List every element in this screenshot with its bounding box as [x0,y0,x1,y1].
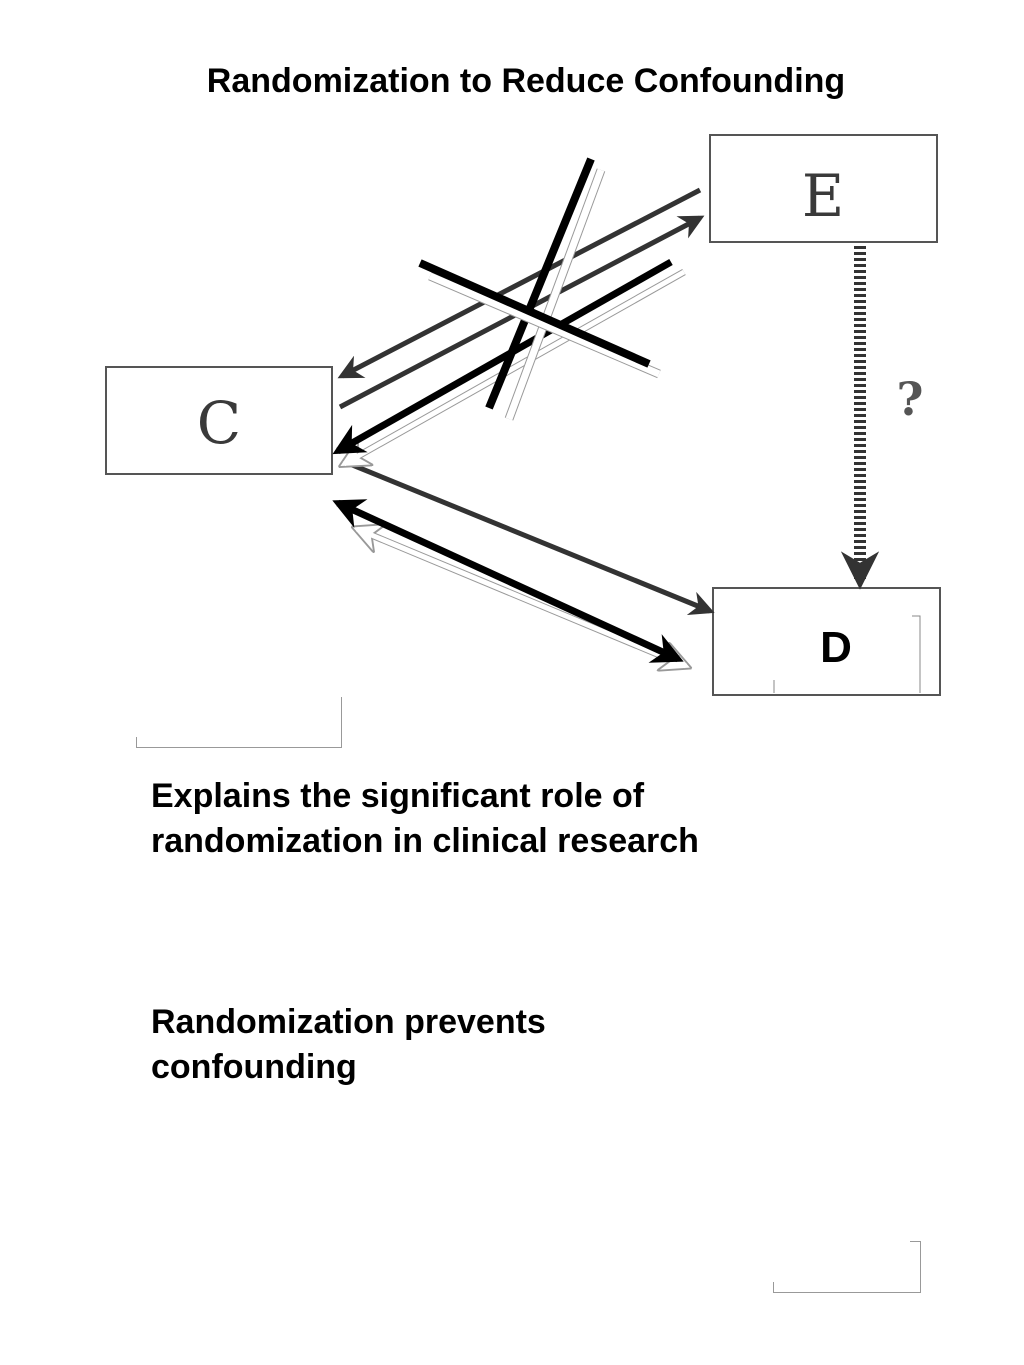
explanation-text: Explains the significant role of randomi… [151,777,699,860]
frame-corner-bottom-right [773,1241,921,1293]
frame-corner-left [136,697,342,748]
page-title: Randomization to Reduce Confounding [206,62,846,100]
randomization-prevents-text: Randomization prevents confounding [151,1003,546,1086]
arrow-bold-exposure-to-confounder [332,258,673,455]
cross-mark-shallow [418,259,651,368]
arrow-exposure-to-confounder [337,187,702,379]
frame-corner-top-right-tick [910,1241,920,1242]
frame-corner-left-tick [136,737,137,747]
node-label-exposure: E [802,162,844,230]
node-label-confounder: C [197,389,241,457]
disease-inner-frame [773,615,921,693]
cross-mark-steep [485,157,595,410]
node-label-disease: D [820,623,852,672]
node-box-confounder [105,366,333,475]
question-mark: ? [897,372,924,426]
confounding-diagram: C E D ? [105,134,941,696]
node-box-exposure [709,134,938,243]
node-box-disease [712,587,941,696]
arrow-bold-confounder-disease [332,499,684,663]
frame-corner-bottom-right-tick [773,1282,774,1292]
